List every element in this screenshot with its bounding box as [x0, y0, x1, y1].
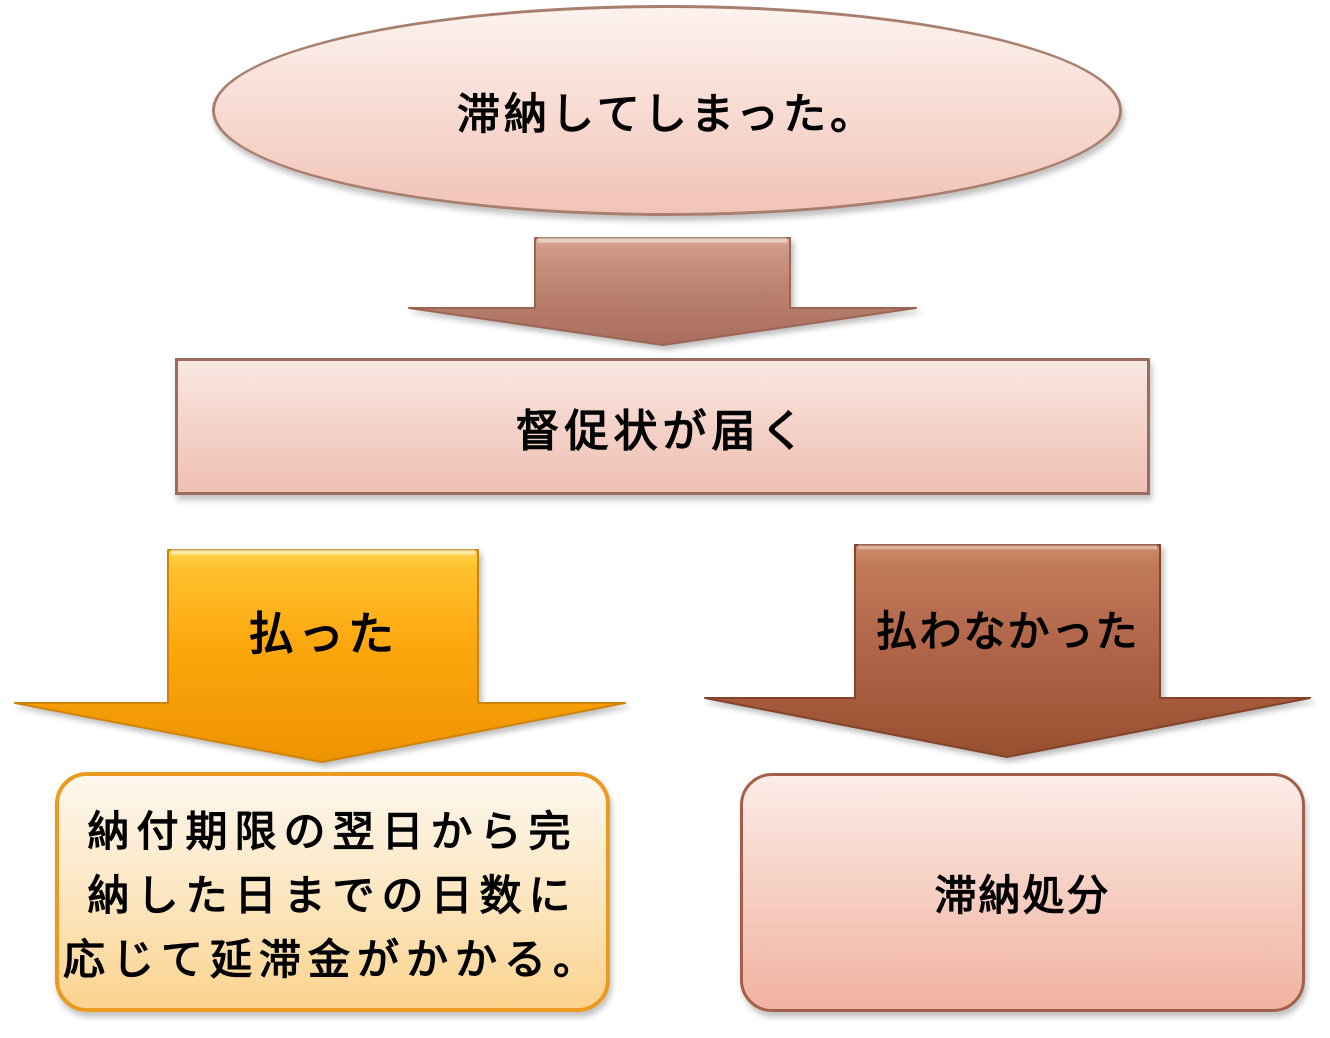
late-fee-box: 納付期限の翌日から完 納した日までの日数に 応じて延滞金がかかる。 [55, 772, 610, 1012]
start-ellipse: 滞納してしまった。 [212, 5, 1122, 216]
disposition-box: 滞納処分 [740, 773, 1305, 1012]
paid-arrow-label: 払った [248, 608, 398, 660]
late-fee-text-line: 納付期限の翌日から完 [87, 808, 578, 855]
late-fee-text-line: 納した日までの日数に [87, 872, 578, 919]
down-arrow-icon [408, 237, 917, 346]
start-label: 滞納してしまった。 [457, 90, 877, 139]
unpaid-arrow-label: 払わなかった [875, 607, 1140, 655]
notice-box: 督促状が届く [175, 358, 1150, 495]
late-fee-text-line: 応じて延滞金がかかる。 [62, 936, 602, 983]
down-arrow-icon [14, 549, 626, 763]
disposition-label: 滞納処分 [934, 872, 1111, 919]
notice-label: 督促状が届く [515, 406, 810, 456]
down-arrow-icon [704, 544, 1311, 758]
